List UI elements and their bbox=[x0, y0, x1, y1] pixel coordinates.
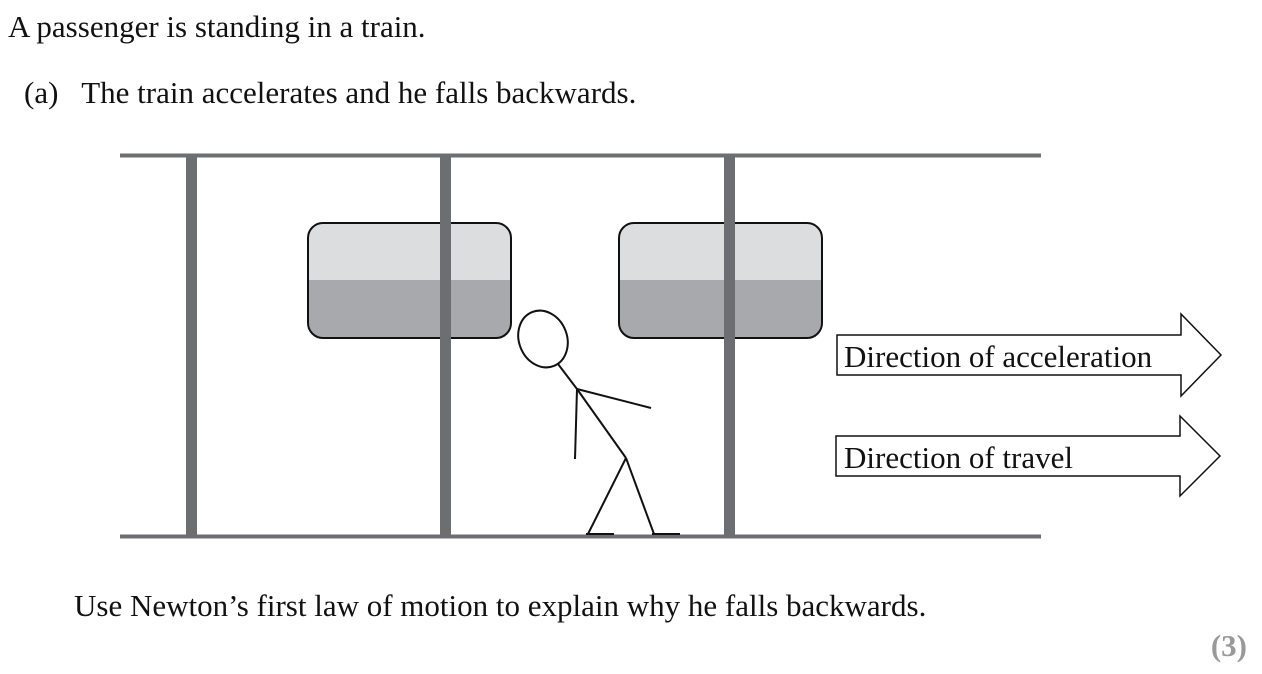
travel-arrow-label: Direction of travel bbox=[844, 440, 1073, 475]
passenger-leg-front bbox=[625, 457, 655, 535]
travel-arrow: Direction of travel bbox=[835, 414, 1222, 498]
passenger-torso bbox=[576, 388, 627, 459]
acceleration-arrow-label: Direction of acceleration bbox=[844, 339, 1153, 374]
acceleration-arrow: Direction of acceleration bbox=[836, 312, 1223, 398]
pole-3 bbox=[724, 155, 735, 537]
passenger-leg-back bbox=[587, 457, 627, 535]
passenger-figure bbox=[517, 309, 680, 535]
window-left bbox=[307, 222, 512, 339]
marks-available: (3) bbox=[1210, 628, 1247, 663]
question-instruction: Use Newton’s first law of motion to expl… bbox=[74, 588, 927, 623]
part-label: (a) bbox=[24, 75, 59, 110]
window-right bbox=[618, 222, 823, 339]
passenger-arm-back bbox=[574, 388, 578, 460]
part-text: The train accelerates and he falls backw… bbox=[81, 75, 637, 110]
question-intro: A passenger is standing in a train. bbox=[8, 9, 426, 44]
part-a: (a) The train accelerates and he falls b… bbox=[24, 75, 636, 111]
pole-2 bbox=[440, 155, 451, 537]
pole-1 bbox=[186, 155, 197, 537]
passenger-arm-front bbox=[576, 388, 652, 409]
passenger-head bbox=[517, 309, 569, 369]
passenger-neck bbox=[557, 363, 578, 390]
